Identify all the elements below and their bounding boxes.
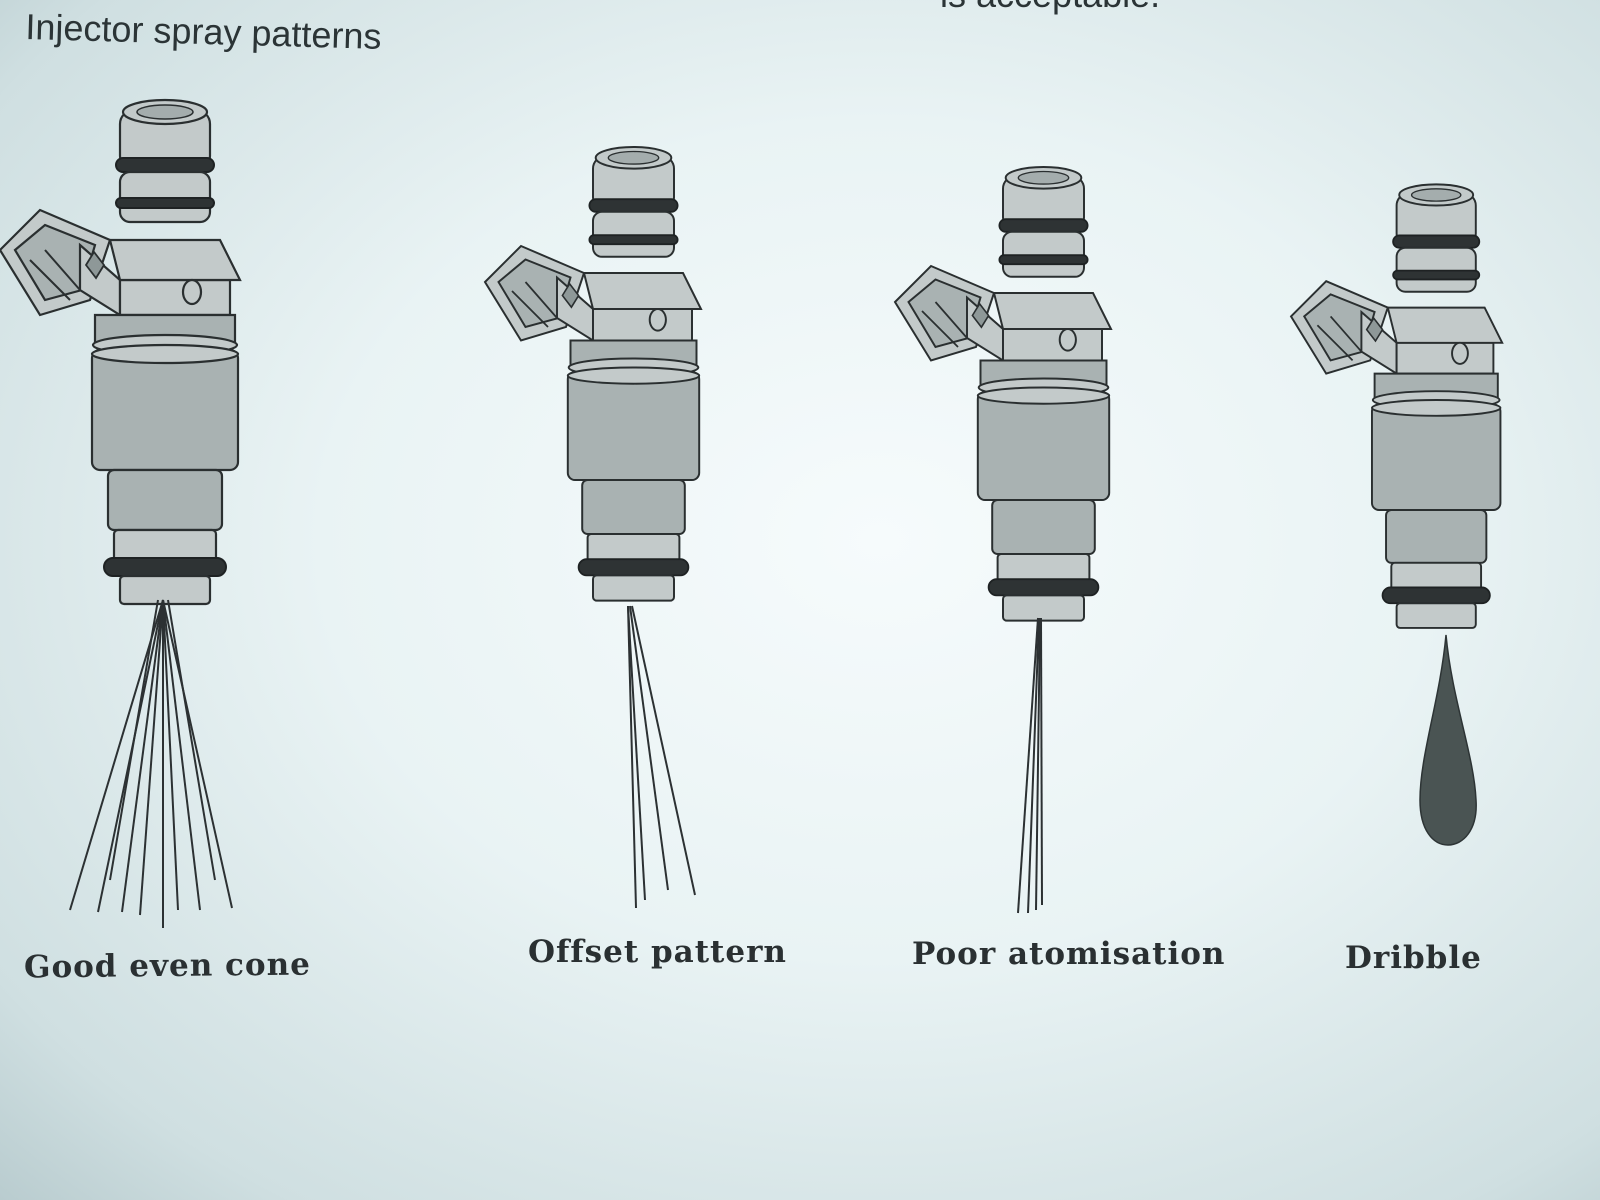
caption-good-even-cone: Good even cone — [23, 946, 312, 986]
injector-poor-atomisation — [894, 166, 1112, 622]
injector-dribble — [1290, 183, 1504, 629]
spray-poor-atomisation — [1017, 617, 1043, 914]
injector-good-even-cone — [0, 98, 242, 606]
injector-offset-pattern — [484, 146, 702, 602]
caption-offset-pattern: Offset pattern — [528, 934, 787, 970]
cut-off-header-text: is acceptable. — [940, 0, 1160, 16]
caption-poor-atomisation: Poor atomisation — [912, 936, 1226, 972]
spray-offset-pattern — [627, 605, 696, 909]
caption-dribble: Dribble — [1345, 940, 1482, 976]
spray-good-even-cone — [69, 599, 233, 928]
fuel-drip — [1419, 634, 1477, 846]
